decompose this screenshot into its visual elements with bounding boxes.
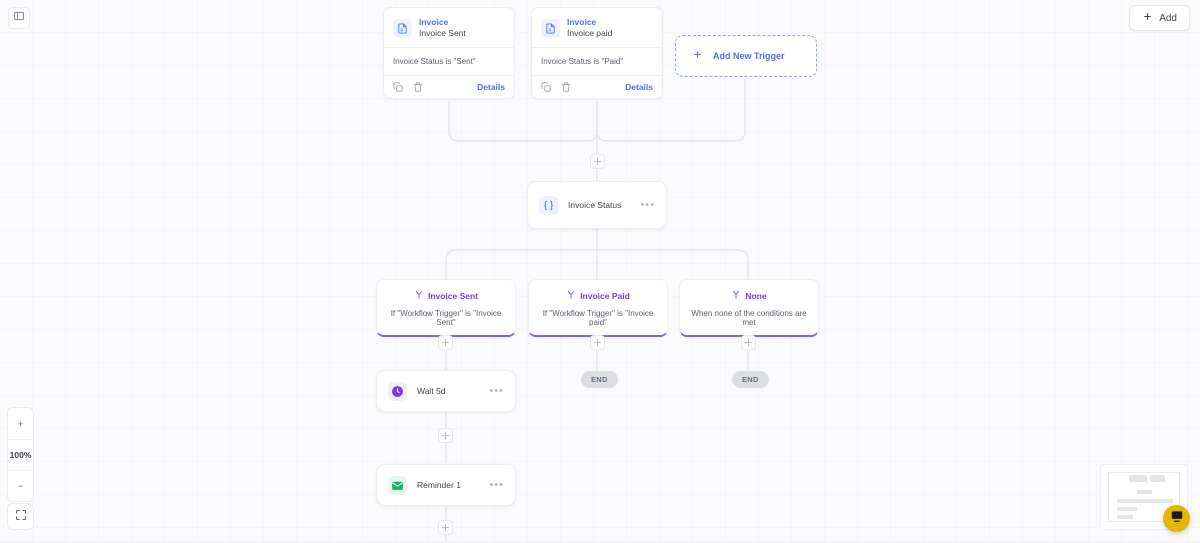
branch-icon (566, 287, 576, 305)
branch-description: If "Workflow Trigger" is "Invoice Sent" (390, 309, 502, 327)
add-new-trigger-button[interactable]: Add New Trigger (675, 35, 817, 77)
end-badge: END (732, 371, 769, 388)
fit-screen-icon (15, 508, 27, 526)
action-node-label: Wait 5d (417, 386, 446, 396)
branch-title: Invoice Sent (427, 291, 479, 301)
invoice-document-icon (541, 18, 560, 38)
trigger-details-link[interactable]: Details (625, 82, 653, 92)
plus-icon (692, 47, 703, 65)
add-step-button[interactable] (438, 520, 453, 535)
trigger-app-name: Invoice (419, 17, 449, 27)
copy-icon[interactable] (393, 82, 403, 92)
chat-widget-button[interactable] (1163, 505, 1190, 532)
action-node-reminder[interactable]: Reminder 1 ••• (376, 464, 516, 506)
trigger-card-header: Invoice Invoice Sent (384, 8, 514, 47)
add-new-trigger-label: Add New Trigger (713, 51, 785, 61)
branch-description: When none of the conditions are met (691, 309, 807, 327)
add-button-label: Add (1159, 12, 1177, 24)
panel-layout-icon (13, 9, 25, 27)
add-button[interactable]: Add (1129, 5, 1190, 31)
zoom-level-label: 100% (8, 439, 33, 470)
minimap-viewport (1108, 472, 1180, 522)
end-badge: END (581, 371, 618, 388)
clock-icon (388, 381, 407, 401)
branch-card-header: None (686, 287, 812, 305)
chat-icon (1170, 509, 1184, 528)
trash-icon[interactable] (413, 82, 423, 92)
panel-toggle-button[interactable] (8, 7, 30, 29)
trigger-card-footer: Details (532, 76, 662, 98)
add-step-button[interactable] (438, 335, 453, 350)
trigger-details-link[interactable]: Details (477, 82, 505, 92)
branch-card-invoice-sent[interactable]: Invoice Sent If "Workflow Trigger" is "I… (376, 279, 516, 337)
trash-icon[interactable] (561, 82, 571, 92)
invoice-document-icon (393, 18, 412, 38)
branch-description: If "Workflow Trigger" is "Invoice paid" (542, 309, 654, 327)
zoom-controls[interactable]: + 100% − (7, 407, 34, 502)
trigger-condition-text: Invoice Status is "Sent" (384, 47, 514, 76)
plus-icon (1142, 11, 1153, 25)
branch-card-invoice-paid[interactable]: Invoice Paid If "Workflow Trigger" is "I… (528, 279, 668, 337)
add-step-button[interactable] (741, 335, 756, 350)
branch-title: None (745, 291, 767, 301)
condition-node-invoice-status[interactable]: Invoice Status ••• (527, 181, 667, 229)
branch-icon (414, 287, 424, 305)
trigger-card[interactable]: Invoice Invoice Sent Invoice Status is "… (383, 7, 515, 99)
trigger-condition-text: Invoice Status is "Paid" (532, 47, 662, 76)
trigger-app-name: Invoice (567, 17, 597, 27)
add-step-button[interactable] (590, 154, 605, 169)
condition-node-label: Invoice Status (568, 200, 622, 210)
ellipsis-icon[interactable]: ••• (489, 385, 504, 397)
action-node-wait[interactable]: Wait 5d ••• (376, 370, 516, 412)
curly-braces-icon (539, 195, 558, 215)
copy-icon[interactable] (541, 82, 551, 92)
mail-icon (388, 475, 407, 495)
branch-card-header: Invoice Sent (383, 287, 509, 305)
add-step-button[interactable] (438, 428, 453, 443)
fit-to-screen-button[interactable] (7, 503, 34, 530)
ellipsis-icon[interactable]: ••• (640, 199, 655, 211)
branch-card-header: Invoice Paid (535, 287, 661, 305)
branch-icon (731, 287, 741, 305)
add-step-button[interactable] (590, 335, 605, 350)
trigger-event-name: Invoice paid (567, 28, 613, 38)
trigger-event-name: Invoice Sent (419, 28, 466, 38)
trigger-card-header: Invoice Invoice paid (532, 8, 662, 47)
zoom-in-button[interactable]: + (17, 418, 24, 429)
trigger-card[interactable]: Invoice Invoice paid Invoice Status is "… (531, 7, 663, 99)
trigger-card-footer: Details (384, 76, 514, 98)
branch-title: Invoice Paid (580, 291, 630, 301)
action-node-label: Reminder 1 (417, 480, 461, 490)
ellipsis-icon[interactable]: ••• (489, 479, 504, 491)
branch-card-none[interactable]: None When none of the conditions are met (679, 279, 819, 337)
zoom-out-button[interactable]: − (8, 470, 33, 501)
